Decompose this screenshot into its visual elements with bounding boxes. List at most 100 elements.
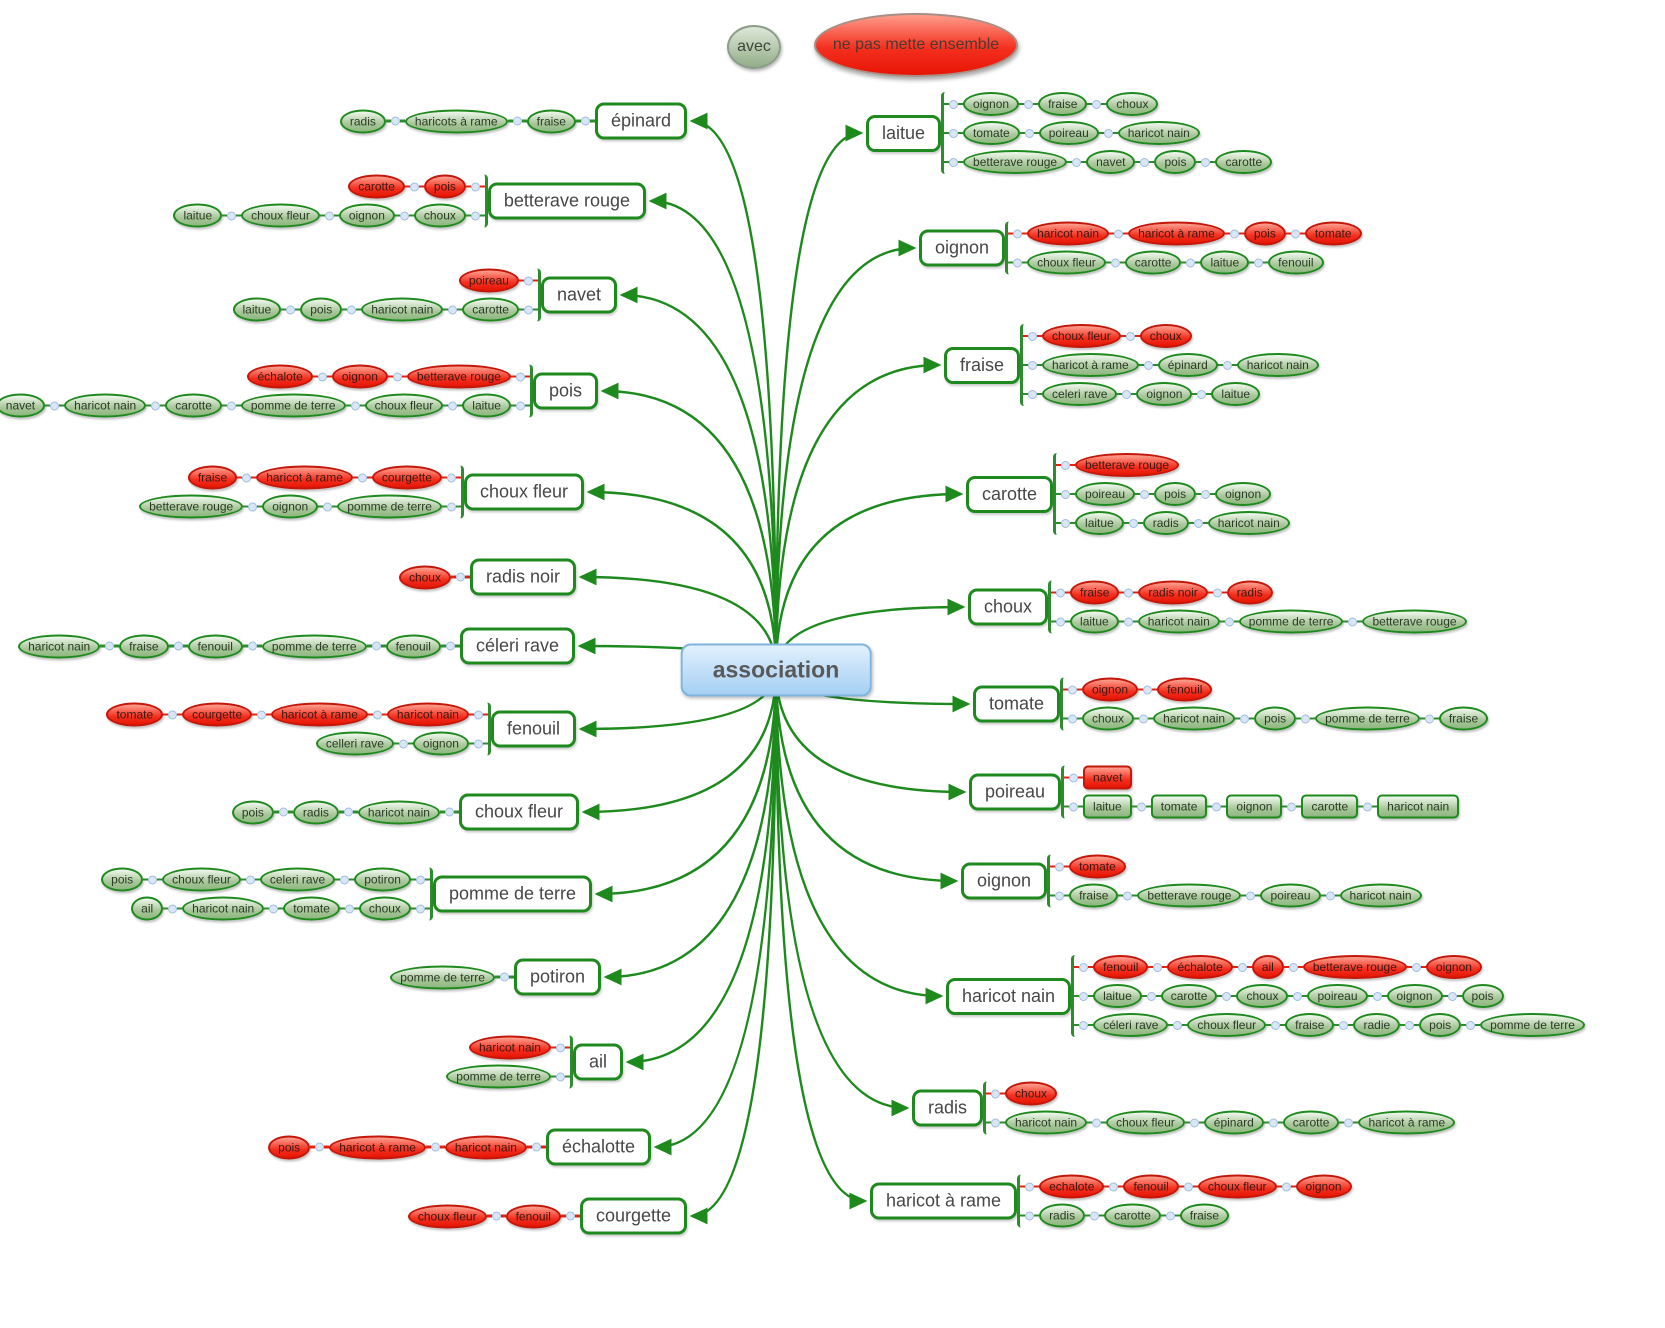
vegetable-node-tomate[interactable]: tomate (106, 702, 164, 727)
collapse-dot[interactable] (470, 182, 480, 191)
vegetable-node-pomme-de-terre[interactable]: pomme de terre (1315, 706, 1420, 731)
collapse-dot[interactable] (168, 710, 178, 719)
vegetable-node-choux-fleur[interactable]: choux fleur (1042, 324, 1121, 348)
vegetable-node-laitue[interactable]: laitue (173, 203, 223, 228)
vegetable-node-haricot-nain[interactable]: haricot nain (386, 702, 469, 727)
collapse-dot[interactable] (1405, 1020, 1415, 1030)
branch-box-fenouil-7[interactable]: fenouil (490, 710, 576, 748)
vegetable-node-oignon[interactable]: oignon (1425, 955, 1482, 979)
collapse-dot[interactable] (555, 1043, 565, 1052)
vegetable-node-choux-fleur[interactable]: choux fleur (407, 1204, 487, 1228)
collapse-dot[interactable] (344, 904, 354, 913)
vegetable-node-tomate[interactable]: tomate (1069, 854, 1126, 879)
vegetable-node-haricot-nain[interactable]: haricot nain (1027, 221, 1110, 246)
collapse-dot[interactable] (1068, 714, 1078, 723)
vegetable-node-choux[interactable]: choux (1139, 324, 1192, 348)
collapse-dot[interactable] (390, 116, 400, 126)
vegetable-node-pois[interactable]: pois (231, 800, 274, 824)
collapse-dot[interactable] (430, 1142, 440, 1152)
vegetable-node-oignon[interactable]: oignon (1136, 382, 1193, 406)
vegetable-node-fenouil[interactable]: fenouil (505, 1204, 561, 1228)
collapse-dot[interactable] (523, 276, 533, 285)
vegetable-node-ail[interactable]: ail (131, 896, 164, 921)
vegetable-node-ail[interactable]: ail (1251, 955, 1284, 979)
vegetable-node-pois[interactable]: pois (268, 1135, 311, 1159)
vegetable-node-pois[interactable]: pois (1243, 221, 1286, 246)
collapse-dot[interactable] (357, 473, 367, 482)
collapse-dot[interactable] (1143, 685, 1153, 694)
vegetable-node-carotte[interactable]: carotte (165, 393, 222, 418)
collapse-dot[interactable] (949, 157, 959, 167)
vegetable-node-poireau[interactable]: poireau (1307, 984, 1368, 1008)
collapse-dot[interactable] (1140, 489, 1150, 499)
collapse-dot[interactable] (1224, 617, 1234, 626)
collapse-dot[interactable] (1229, 229, 1239, 238)
branch-box-chalotte-12[interactable]: échalotte (545, 1128, 651, 1166)
vegetable-node-betterave-rouge[interactable]: betterave rouge (406, 364, 511, 389)
collapse-dot[interactable] (168, 904, 178, 913)
collapse-dot[interactable] (1139, 714, 1149, 723)
vegetable-node-pois[interactable]: pois (1419, 1013, 1462, 1037)
collapse-dot[interactable] (1109, 1182, 1119, 1191)
vegetable-node-courgette[interactable]: courgette (371, 465, 442, 490)
collapse-dot[interactable] (555, 1072, 565, 1081)
collapse-dot[interactable] (1136, 802, 1146, 811)
vegetable-node-fraise[interactable]: fraise (1070, 580, 1120, 605)
vegetable-node-choux-fleur[interactable]: choux fleur (241, 203, 320, 228)
collapse-dot[interactable] (50, 401, 60, 410)
collapse-dot[interactable] (1222, 360, 1232, 370)
collapse-dot[interactable] (949, 99, 959, 109)
collapse-dot[interactable] (340, 875, 350, 884)
vegetable-node-fraise[interactable]: fraise (1179, 1203, 1230, 1228)
vegetable-node-celeri-rave[interactable]: celeri rave (1042, 382, 1118, 406)
collapse-dot[interactable] (1281, 1182, 1291, 1191)
vegetable-node-carotte[interactable]: carotte (1282, 1110, 1340, 1135)
vegetable-node-choux[interactable]: choux (1005, 1081, 1058, 1106)
vegetable-node-fraise[interactable]: fraise (1285, 1013, 1335, 1037)
vegetable-node-radis[interactable]: radis (1226, 580, 1273, 605)
collapse-dot[interactable] (1193, 518, 1203, 528)
branch-box-pomme-de-terre-9[interactable]: pomme de terre (432, 875, 592, 913)
collapse-dot[interactable] (1212, 802, 1222, 811)
vegetable-node-haricot-nain[interactable]: haricot nain (1137, 609, 1220, 634)
collapse-dot[interactable] (1293, 991, 1303, 1001)
collapse-dot[interactable] (1189, 1118, 1199, 1127)
collapse-dot[interactable] (1325, 891, 1335, 900)
vegetable-node-c-leri-rave[interactable]: céleri rave (1093, 1013, 1169, 1037)
vegetable-node-pinard[interactable]: épinard (1203, 1110, 1264, 1135)
collapse-dot[interactable] (565, 1211, 575, 1221)
collapse-dot[interactable] (491, 1211, 501, 1221)
vegetable-node-tomate[interactable]: tomate (1150, 794, 1208, 819)
vegetable-node-haricot-rame[interactable]: haricot à rame (329, 1135, 426, 1159)
vegetable-node-pomme-de-terre[interactable]: pomme de terre (390, 965, 495, 989)
branch-box-oignon-21[interactable]: oignon (961, 862, 1048, 900)
vegetable-node-radis[interactable]: radis (339, 109, 386, 133)
vegetable-node-pois[interactable]: pois (300, 297, 343, 322)
vegetable-node-fenouil[interactable]: fenouil (1268, 250, 1324, 275)
vegetable-node-poireau[interactable]: poireau (1260, 883, 1321, 908)
collapse-dot[interactable] (242, 473, 252, 482)
vegetable-node-haricot-nain[interactable]: haricot nain (357, 800, 440, 824)
vegetable-node-radie[interactable]: radie (1353, 1013, 1401, 1037)
vegetable-node-choux[interactable]: choux (398, 565, 451, 589)
branch-box-choux-18[interactable]: choux (968, 588, 1049, 626)
vegetable-node-poireau[interactable]: poireau (458, 268, 519, 293)
vegetable-node-choux-fleur[interactable]: choux fleur (1197, 1174, 1277, 1199)
vegetable-node-haricot-nain[interactable]: haricot nain (1153, 706, 1236, 731)
vegetable-node-haricot-nain[interactable]: haricot nain (1005, 1110, 1088, 1135)
vegetable-node-pomme-de-terre[interactable]: pomme de terre (1480, 1013, 1585, 1037)
collapse-dot[interactable] (473, 739, 483, 748)
collapse-dot[interactable] (531, 1142, 541, 1152)
vegetable-node-pomme-de-terre[interactable]: pomme de terre (261, 634, 367, 658)
collapse-dot[interactable] (1153, 962, 1163, 972)
collapse-dot[interactable] (415, 875, 425, 884)
vegetable-node-choux[interactable]: choux (1106, 92, 1159, 116)
collapse-dot[interactable] (257, 710, 267, 719)
vegetable-node-tomate[interactable]: tomate (1304, 221, 1362, 246)
collapse-dot[interactable] (1092, 99, 1102, 109)
collapse-dot[interactable] (1128, 518, 1138, 528)
collapse-dot[interactable] (1055, 862, 1065, 871)
collapse-dot[interactable] (1246, 891, 1256, 900)
collapse-dot[interactable] (1079, 991, 1089, 1001)
collapse-dot[interactable] (446, 502, 456, 511)
